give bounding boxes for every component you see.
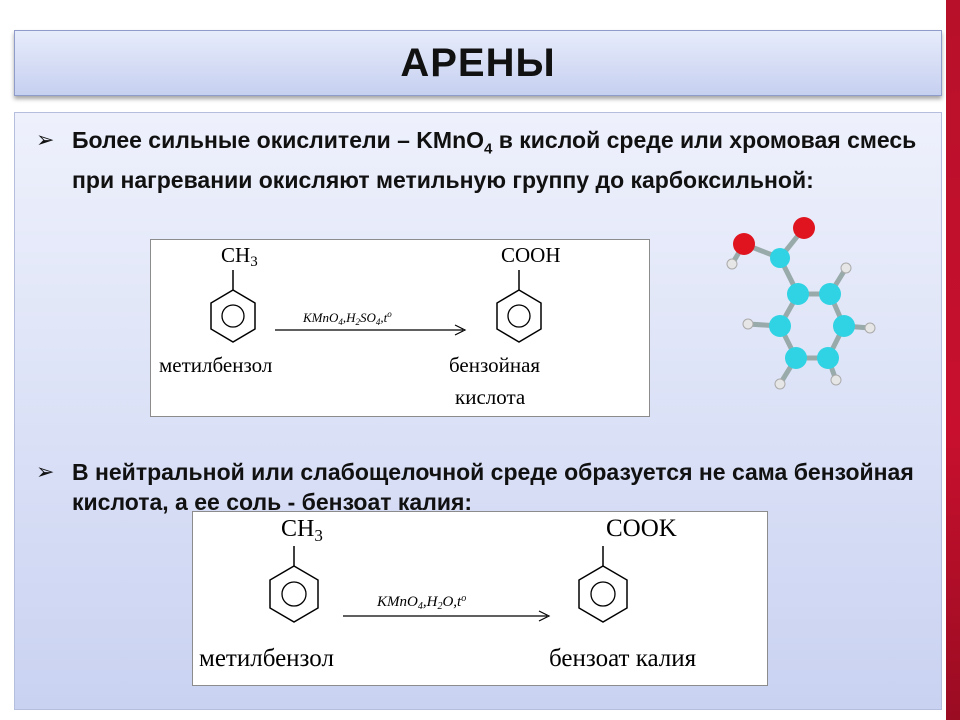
- benzene-ring-icon: [210, 289, 256, 343]
- slide-title: АРЕНЫ: [400, 40, 556, 85]
- bullet-arrow-icon: ➢: [36, 459, 55, 484]
- bullet-text: В нейтральной или слабощелочной среде об…: [72, 459, 914, 515]
- benzene-ring-icon: [578, 565, 628, 623]
- bullet-text: Более сильные окислители – KMnO4 в кисло…: [72, 127, 917, 193]
- reactant-name: метилбензол: [159, 353, 272, 377]
- reaction-conditions: KMnO4,H2O,to: [376, 593, 466, 612]
- reaction-scheme-acidic: CH3 метилбензол KMnO4,H2SO4,to COOH бенз…: [150, 239, 650, 417]
- product-name: бензоат калия: [549, 645, 697, 672]
- product-group: COOK: [606, 515, 677, 542]
- bullet-neutral-medium: ➢ В нейтральной или слабощелочной среде …: [36, 457, 952, 517]
- title-bar: АРЕНЫ: [14, 30, 942, 96]
- benzene-ring-icon: [496, 289, 542, 343]
- reaction-scheme-neutral: CH3 метилбензол KMnO4,H2O,to COOK бензоа…: [192, 511, 768, 686]
- product-name-line1: бензойная: [449, 353, 540, 377]
- reactant-group: CH3: [281, 516, 323, 545]
- product-name-line2: кислота: [455, 385, 526, 409]
- bullet-arrow-icon: ➢: [36, 127, 55, 152]
- reactant-name: метилбензол: [199, 645, 334, 672]
- product-group: COOH: [501, 243, 561, 267]
- reaction-conditions: KMnO4,H2SO4,to: [302, 309, 392, 327]
- accent-strip: [946, 0, 960, 720]
- reactant-group: CH3: [221, 243, 258, 270]
- benzoic-acid-model-icon: [720, 208, 890, 408]
- benzene-ring-icon: [269, 565, 319, 623]
- bullet-strong-oxidizers: ➢ Более сильные окислители – KMnO4 в кис…: [36, 125, 932, 195]
